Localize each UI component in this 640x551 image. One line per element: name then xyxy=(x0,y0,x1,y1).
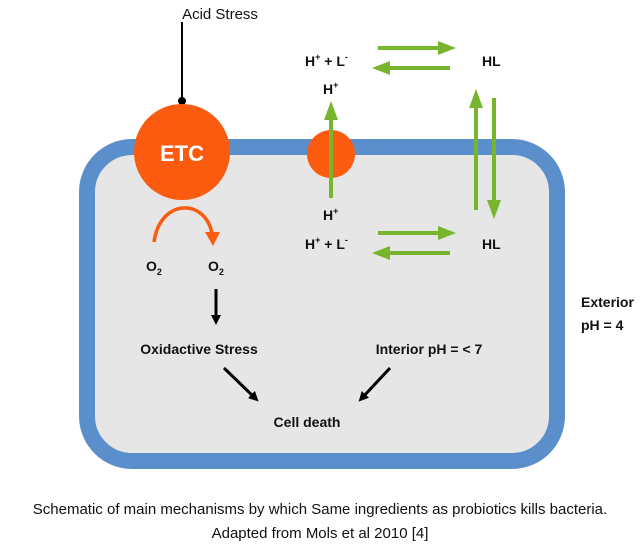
acid-stress-dot xyxy=(178,97,186,105)
top-forward-arrowhead xyxy=(438,41,456,55)
o2-right-label: O2 xyxy=(208,258,224,277)
bottom-h-plus-l-label: H+ + L- xyxy=(305,235,348,252)
caption-line-2: Adapted from Mols et al 2010 [4] xyxy=(211,525,429,542)
cell-death-label: Cell death xyxy=(274,414,341,430)
channel-bottom-h: H xyxy=(323,207,333,223)
exterior-ph-label: pH = 4 xyxy=(581,317,624,333)
o2-left-o: O xyxy=(146,258,157,274)
channel-top-h-label: H+ xyxy=(323,80,338,97)
top-l-sup: - xyxy=(345,52,348,62)
bottom-forward-arrowhead xyxy=(438,226,456,240)
top-h-sup: + xyxy=(315,52,320,62)
channel-bottom-sup: + xyxy=(333,206,338,216)
channel-top-sup: + xyxy=(333,80,338,90)
etc-label: ETC xyxy=(160,141,204,166)
top-plus-l: + L xyxy=(320,53,345,69)
o2-right-o: O xyxy=(208,258,219,274)
hl-down-arrowhead xyxy=(487,200,501,219)
o2-right-sub: 2 xyxy=(219,267,224,277)
o2-cycle-arrowhead xyxy=(205,232,220,246)
hl-up-arrowhead xyxy=(469,89,483,108)
bottom-hl-label: HL xyxy=(482,236,501,252)
channel-top-h: H xyxy=(323,81,333,97)
top-h: H xyxy=(305,53,315,69)
bottom-h: H xyxy=(305,236,315,252)
acid-stress-label: Acid Stress xyxy=(182,6,258,23)
o2-left-label: O2 xyxy=(146,258,162,277)
top-h-plus-l-label: H+ + L- xyxy=(305,52,348,69)
caption-line-1: Schematic of main mechanisms by which Sa… xyxy=(32,501,608,518)
channel-bottom-h-label: H+ xyxy=(323,206,338,223)
o2-left-sub: 2 xyxy=(157,267,162,277)
bottom-plus-l: + L xyxy=(320,236,345,252)
oxidative-to-death-arrow xyxy=(222,366,259,402)
bottom-l-sup: - xyxy=(345,235,348,245)
etc-circle xyxy=(134,104,230,200)
oxidative-stress-label: Oxidactive Stress xyxy=(140,341,258,357)
top-reverse-arrowhead xyxy=(372,61,390,75)
ph-to-death-arrow xyxy=(358,366,392,402)
interior-ph-label: Interior pH = < 7 xyxy=(376,341,483,357)
o2-cycle-arrow xyxy=(152,206,214,243)
exterior-label: Exterior xyxy=(581,294,634,310)
proton-efflux-arrowhead xyxy=(324,101,338,120)
top-hl-label: HL xyxy=(482,53,501,69)
bottom-reverse-arrowhead xyxy=(372,246,390,260)
mechanism-diagram: Acid Stress ETC O2 O2 Oxidactive Stress … xyxy=(79,6,634,469)
bottom-h-sup: + xyxy=(315,235,320,245)
